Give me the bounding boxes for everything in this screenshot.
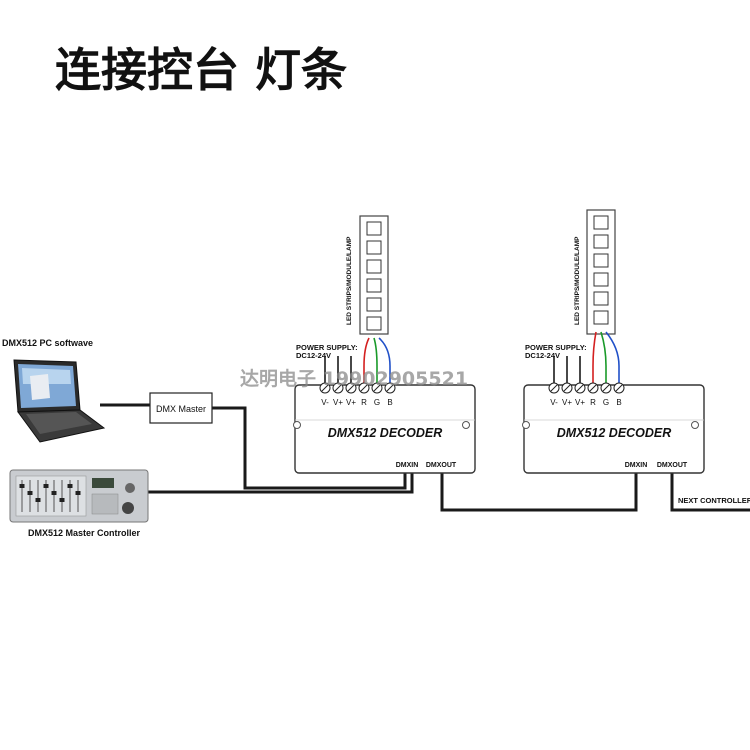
decoder-2-power-label: POWER SUPPLY: bbox=[525, 343, 587, 352]
dmx-master-label: DMX Master bbox=[156, 404, 206, 414]
terminal-label: B bbox=[616, 398, 621, 407]
fader-knob bbox=[19, 484, 25, 488]
decoder-1-power-label: POWER SUPPLY: bbox=[296, 343, 358, 352]
next-controller-label: NEXT CONTROLLER bbox=[678, 496, 750, 505]
channel-wire-r bbox=[363, 337, 370, 388]
terminal-label: V+ bbox=[575, 398, 585, 407]
led-cell bbox=[593, 234, 609, 249]
led-cell bbox=[366, 221, 382, 236]
led-cell bbox=[366, 278, 382, 293]
decoder-2-voltage-label: DC12-24V bbox=[525, 351, 560, 360]
decoder-2-led-label: LED STRIPS/MODULE/LAMP bbox=[574, 236, 581, 325]
fader-knob bbox=[27, 491, 33, 495]
channel-wire-g bbox=[600, 331, 607, 388]
decoder-1-dmxin-label: DMXIN bbox=[396, 462, 419, 469]
led-cell bbox=[366, 316, 382, 331]
decoder-2-dmxin-label: DMXIN bbox=[625, 462, 648, 469]
decoder-2: DMX512 DECODER DMXIN DMXOUT POWER SUPPLY… bbox=[522, 209, 705, 474]
decoder-1-title: DMX512 DECODER bbox=[328, 426, 443, 440]
next-controller-wire bbox=[670, 470, 750, 512]
decoder-1-channel-wires bbox=[324, 337, 391, 388]
led-cell bbox=[593, 215, 609, 230]
terminal-label: V- bbox=[550, 398, 558, 407]
watermark-text: 达明电子 19902905521 bbox=[240, 367, 468, 390]
led-cell bbox=[593, 291, 609, 306]
decoder-1-led-strip bbox=[359, 215, 389, 335]
channel-wire-b bbox=[378, 337, 391, 388]
led-cell bbox=[366, 240, 382, 255]
laptop-icon bbox=[13, 359, 106, 443]
terminal-label: G bbox=[603, 398, 609, 407]
terminal-label: V+ bbox=[562, 398, 572, 407]
decoder-2-body bbox=[523, 384, 705, 474]
channel-wire-b bbox=[605, 331, 620, 388]
dmx-console-icon bbox=[9, 469, 149, 523]
page-title: 连接控台 灯条 bbox=[55, 43, 347, 97]
decoder-1-body bbox=[294, 384, 476, 474]
fader-knob bbox=[75, 491, 81, 495]
channel-wire-r bbox=[592, 331, 597, 388]
terminal-label: V+ bbox=[333, 398, 343, 407]
console-faders bbox=[19, 480, 81, 512]
decoder-1-voltage-label: DC12-24V bbox=[296, 351, 331, 360]
fader-knob bbox=[43, 484, 49, 488]
terminal-label: R bbox=[361, 398, 367, 407]
controller-to-dmxin-wire bbox=[148, 470, 414, 494]
controller-label: DMX512 Master Controller bbox=[28, 528, 141, 538]
dmx-master-box bbox=[149, 392, 213, 424]
decoder-2-channel-wires bbox=[553, 331, 620, 388]
decoder-1-dmxout-label: DMXOUT bbox=[426, 462, 457, 469]
channel-wire-g bbox=[373, 337, 378, 388]
led-cell bbox=[593, 272, 609, 287]
led-cell bbox=[366, 297, 382, 312]
signal-wires bbox=[100, 403, 750, 512]
decoder-1-led-label: LED STRIPS/MODULE/LAMP bbox=[346, 236, 353, 325]
master-to-dmxin-wire bbox=[212, 406, 407, 490]
led-cell bbox=[593, 310, 609, 325]
fader-knob bbox=[67, 484, 73, 488]
fader-knob bbox=[59, 498, 65, 502]
fader-knob bbox=[35, 498, 41, 502]
decoder-1-led-cells bbox=[366, 221, 382, 331]
pc-label: DMX512 PC softwave bbox=[2, 338, 93, 348]
decoder-1: DMX512 DECODER DMXIN DMXOUT POWER SUPPLY… bbox=[293, 215, 476, 474]
terminal-label: B bbox=[387, 398, 392, 407]
decoder-2-led-cells bbox=[593, 215, 609, 325]
led-cell bbox=[366, 259, 382, 274]
decoder-2-title: DMX512 DECODER bbox=[557, 426, 672, 440]
terminal-label: G bbox=[374, 398, 380, 407]
terminal-label: R bbox=[590, 398, 596, 407]
decoder1-to-decoder2-wire bbox=[440, 470, 638, 512]
led-cell bbox=[593, 253, 609, 268]
terminal-label: V- bbox=[321, 398, 329, 407]
terminal-label: V+ bbox=[346, 398, 356, 407]
decoder-2-dmxout-label: DMXOUT bbox=[657, 462, 688, 469]
fader-knob bbox=[51, 491, 57, 495]
